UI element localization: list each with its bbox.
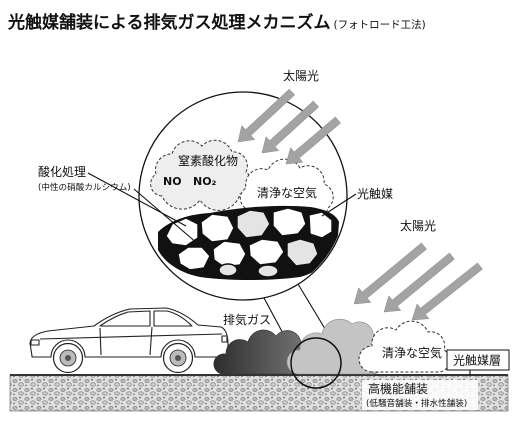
aggregate-stone: [308, 211, 333, 239]
car-beltline: [39, 333, 223, 340]
sunlight-arrow: [411, 262, 483, 321]
title-main: 光触媒舗装による排気ガス処理メカニズム: [7, 12, 331, 33]
photocatalyst-layer-box: [446, 349, 510, 371]
photocatalyst-particle: [218, 263, 238, 277]
sunlight-label-magnified: 太陽光: [283, 68, 319, 83]
street-scene: 太陽光 排気ガス 清浄な空気 光触媒層 高機能舗装 (低騒音舗装・排水性舗装): [9, 218, 510, 412]
aggregate-stone: [212, 240, 247, 268]
magnified-view: 太陽光 窒素酸化物 NO NO₂ 清浄な空気 酸化処理 (中性の硝酸カルシウム)…: [38, 68, 393, 301]
magnified-spot-circle: [290, 337, 342, 389]
pavement-label: 高機能舗装: [368, 381, 428, 396]
chem-no: NO: [163, 175, 182, 188]
car-front-wheel: [52, 342, 84, 374]
photocatalyst-particle: [257, 264, 279, 278]
photocatalyst-label: 光触媒: [357, 187, 393, 201]
nitrogen-oxide-label: 窒素酸化物: [178, 153, 238, 168]
aggregate-stone: [236, 209, 271, 239]
car-body: [29, 307, 229, 358]
rock-bed: [158, 205, 339, 280]
clean-air-cloud-street: [358, 320, 451, 373]
car-rear-wheel: [162, 342, 194, 374]
oxidation-pointer-line: [87, 172, 187, 227]
page-title: 光触媒舗装による排気ガス処理メカニズム(フォトロード工法): [7, 12, 426, 33]
sunlight-arrow: [261, 100, 320, 154]
clean-air-label-street: 清浄な空気: [382, 345, 442, 360]
photocatalyst-pointer-line: [321, 193, 357, 217]
aggregate-stone: [272, 207, 307, 237]
sunlight-label-street: 太陽光: [400, 218, 436, 233]
nitrogen-oxide-cloud: [150, 139, 252, 211]
title-method: (フォトロード工法): [334, 18, 426, 31]
pavement-label-backdrop: [362, 380, 478, 410]
oxidation-label: 酸化処理: [38, 164, 86, 179]
photocatalyst-layer-label: 光触媒層: [453, 354, 501, 368]
oxidation-pointer-line: [133, 188, 199, 245]
car-taillight: [221, 335, 228, 343]
sunlight-arrow: [237, 88, 296, 143]
car-front-window: [99, 310, 151, 327]
aggregate-stone: [286, 238, 319, 267]
aggregate-stone: [248, 238, 285, 266]
sunlight-arrows-magnified: [237, 88, 341, 165]
car-door-line: [99, 327, 102, 356]
sunlight-arrow: [353, 242, 427, 305]
car-headlight: [30, 339, 40, 346]
sunlight-arrow: [383, 252, 455, 313]
aggregate-stone: [200, 213, 235, 243]
aggregate-stone: [177, 246, 211, 271]
pavement-note: (低騒音舗装・排水性舗装): [366, 397, 467, 409]
car: [29, 307, 232, 374]
car-rear-window: [153, 310, 193, 327]
sunlight-arrow: [285, 116, 341, 165]
exhaust-gas-label: 排気ガス: [223, 312, 271, 327]
sunlight-arrows-street: [353, 242, 483, 321]
chem-no2: NO₂: [193, 175, 217, 188]
clean-air-label-magnified: 清浄な空気: [257, 185, 317, 200]
oxidation-note: (中性の硝酸カルシウム): [38, 181, 131, 193]
car-door-line: [149, 326, 153, 356]
